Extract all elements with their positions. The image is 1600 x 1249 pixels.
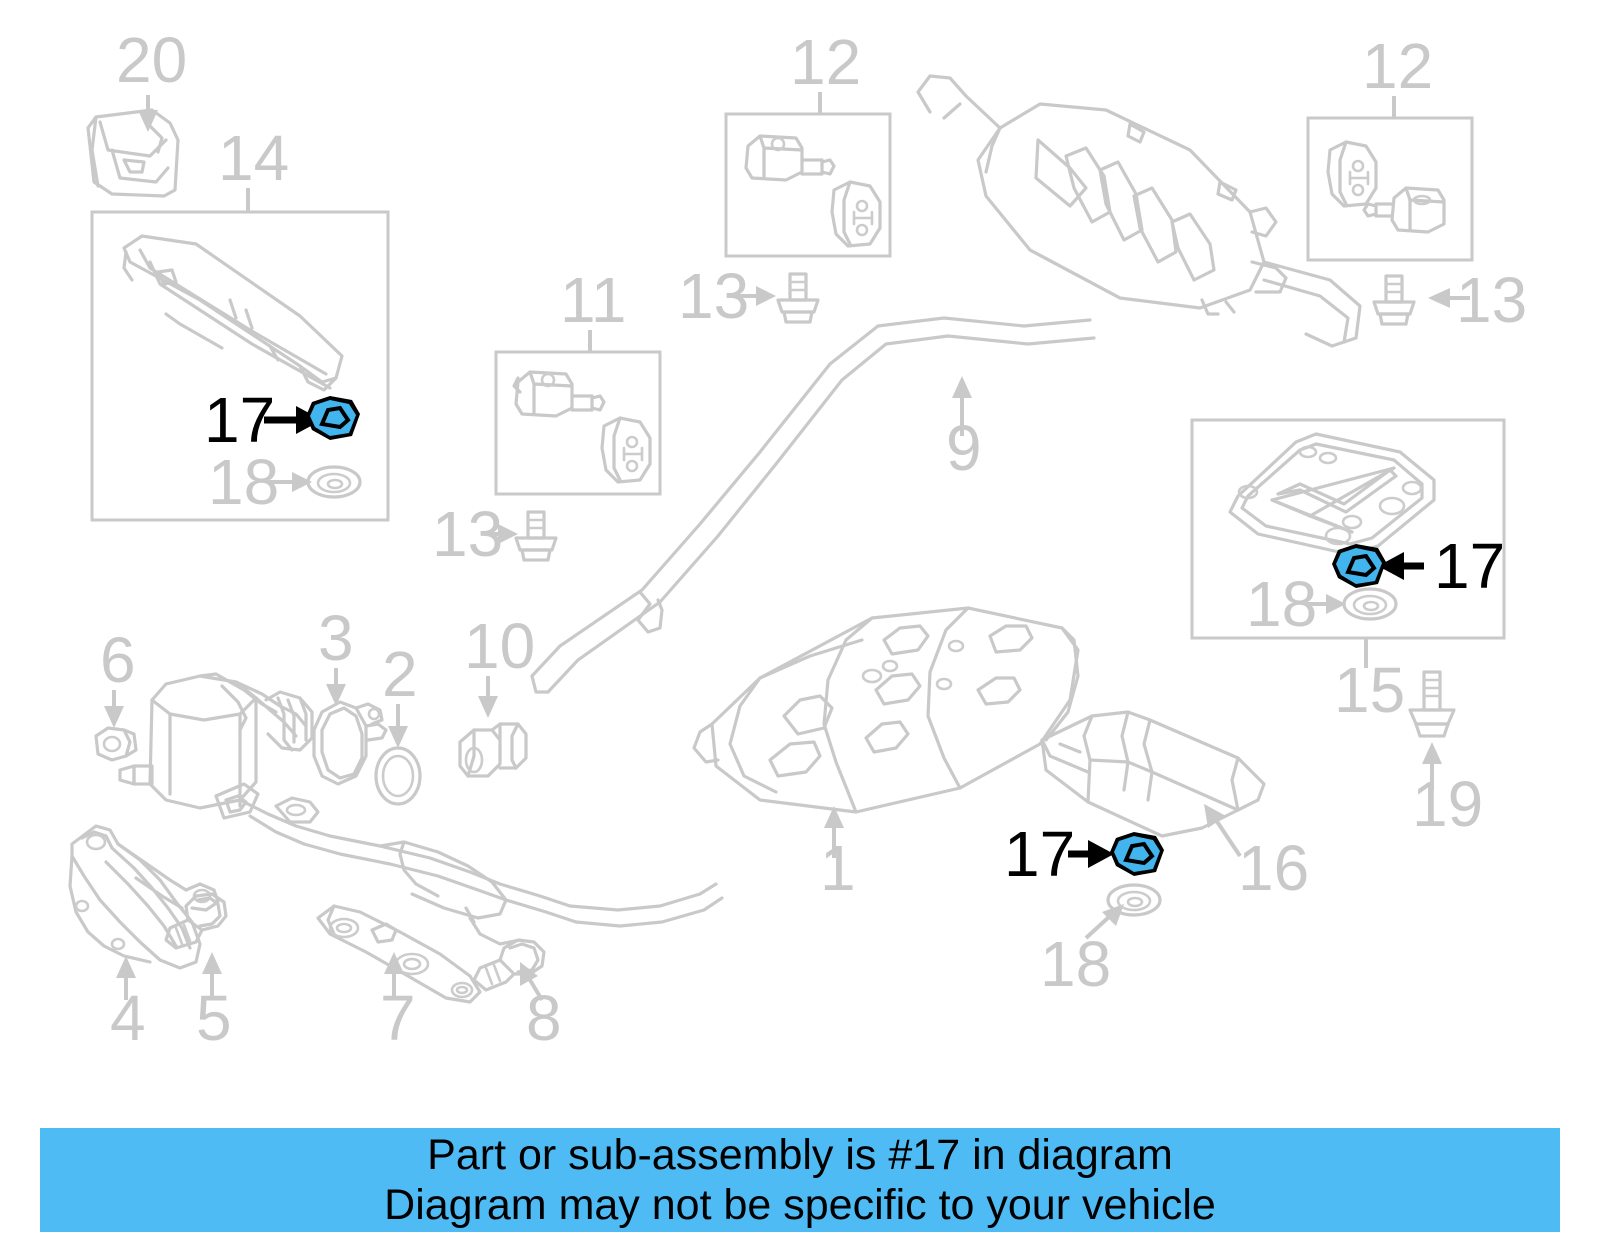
part-14-heat-shield-rail bbox=[122, 234, 344, 392]
callout-15-label: 15 bbox=[1334, 654, 1405, 726]
callout-18b-label: 18 bbox=[1246, 568, 1317, 640]
part-3-clamp bbox=[312, 700, 388, 786]
callout-17b: 17 bbox=[1332, 530, 1505, 602]
part-1-center-muffler bbox=[692, 606, 1080, 814]
callout-4-label: 4 bbox=[110, 982, 146, 1054]
callout-14-label: 14 bbox=[218, 122, 289, 194]
callout-18c-label: 18 bbox=[1040, 928, 1111, 1000]
callout-5: 5 bbox=[196, 952, 232, 1054]
part-16-tunnel-heat-shield bbox=[1040, 710, 1266, 838]
part-catalytic-converter bbox=[118, 672, 724, 946]
callout-19: 19 bbox=[1412, 742, 1483, 840]
box-14: 14 17 bbox=[90, 122, 390, 522]
callout-12a-label: 12 bbox=[790, 26, 861, 98]
callout-1-label: 1 bbox=[820, 832, 856, 904]
part-10-pipe-connector bbox=[458, 722, 528, 778]
callout-6: 6 bbox=[100, 624, 136, 728]
callout-7: 7 bbox=[380, 952, 416, 1054]
box-12a: 12 bbox=[724, 26, 892, 258]
callout-13a: 13 bbox=[678, 260, 776, 332]
callout-17b-label: 17 bbox=[1434, 530, 1505, 602]
callout-17a: 17 bbox=[204, 384, 360, 456]
callout-5-label: 5 bbox=[196, 982, 232, 1054]
part-7-flange-strap bbox=[316, 904, 482, 1004]
callout-18a-label: 18 bbox=[208, 446, 279, 518]
callout-18c: 18 bbox=[1040, 883, 1162, 1000]
box-12b: 12 bbox=[1306, 30, 1474, 262]
part-17-nut-highlight-a bbox=[306, 396, 360, 440]
callout-13c-label: 13 bbox=[432, 498, 503, 570]
part-11-rubber-isolator bbox=[600, 416, 652, 484]
callout-16-label: 16 bbox=[1238, 832, 1309, 904]
callout-3: 3 bbox=[318, 602, 354, 706]
part-18-washer-b bbox=[1342, 587, 1398, 621]
box-11: 11 bbox=[494, 264, 662, 496]
part-15-heat-shield-plate bbox=[1228, 432, 1436, 556]
callout-17c: 17 bbox=[1004, 818, 1164, 890]
callout-6-label: 6 bbox=[100, 624, 136, 696]
callout-3-label: 3 bbox=[318, 602, 354, 674]
banner-line-1: Part or sub-assembly is #17 in diagram bbox=[427, 1131, 1173, 1179]
callout-4: 4 bbox=[110, 956, 146, 1054]
callout-13b: 13 bbox=[1428, 264, 1527, 336]
callout-10-label: 10 bbox=[464, 610, 535, 682]
part-12b-hanger-bracket bbox=[1362, 186, 1446, 234]
part-13a-bolt bbox=[776, 272, 820, 324]
callout-18a: 18 bbox=[208, 446, 362, 518]
callout-2: 2 bbox=[382, 638, 418, 748]
callout-20: 20 bbox=[116, 24, 187, 132]
part-4-mounting-bracket bbox=[68, 824, 220, 970]
part-12a-hanger-bracket bbox=[744, 134, 836, 182]
banner-line-2: Diagram may not be specific to your vehi… bbox=[384, 1181, 1216, 1229]
callout-17c-label: 17 bbox=[1004, 818, 1075, 890]
box-15: 15 17 bbox=[1190, 418, 1506, 726]
callout-16: 16 bbox=[1204, 804, 1309, 904]
part-18-washer-a bbox=[306, 465, 362, 499]
callout-13a-label: 13 bbox=[678, 260, 749, 332]
part-9-exhaust-pipe bbox=[530, 316, 1096, 694]
callout-13c: 13 bbox=[432, 498, 518, 570]
part-6-nut bbox=[94, 726, 138, 762]
callout-13b-label: 13 bbox=[1456, 264, 1527, 336]
part-13b-bolt bbox=[1372, 274, 1416, 326]
part-13c-bolt bbox=[514, 510, 558, 562]
part-12b-rubber-isolator bbox=[1326, 140, 1378, 208]
callout-19-label: 19 bbox=[1412, 768, 1483, 840]
callout-9-label: 9 bbox=[946, 412, 982, 484]
callout-7-label: 7 bbox=[380, 982, 416, 1054]
part-11-hanger-bracket bbox=[512, 370, 606, 418]
callout-10: 10 bbox=[464, 610, 535, 718]
part-rear-muffler bbox=[916, 74, 1362, 348]
part-5-bolt bbox=[164, 892, 228, 950]
part-17-nut-highlight-c bbox=[1110, 832, 1164, 876]
callout-20-label: 20 bbox=[116, 24, 187, 96]
callout-2-label: 2 bbox=[382, 638, 418, 710]
callout-17a-label: 17 bbox=[204, 384, 275, 456]
part-12a-rubber-isolator bbox=[830, 180, 882, 248]
callout-8-label: 8 bbox=[526, 982, 562, 1054]
callout-8: 8 bbox=[520, 962, 562, 1054]
part-19-bolt bbox=[1408, 670, 1456, 738]
part-18-washer-c bbox=[1106, 883, 1162, 917]
callout-9: 9 bbox=[946, 376, 982, 484]
part-17-nut-highlight-b bbox=[1332, 544, 1386, 588]
callout-12b-label: 12 bbox=[1362, 30, 1433, 102]
callout-11-label: 11 bbox=[560, 264, 626, 336]
part-20-heat-shield-bracket bbox=[86, 108, 180, 198]
callout-1: 1 bbox=[820, 806, 856, 904]
callout-18b: 18 bbox=[1246, 568, 1398, 640]
info-banner: Part or sub-assembly is #17 in diagram D… bbox=[40, 1128, 1560, 1232]
part-2-gasket bbox=[374, 746, 422, 806]
